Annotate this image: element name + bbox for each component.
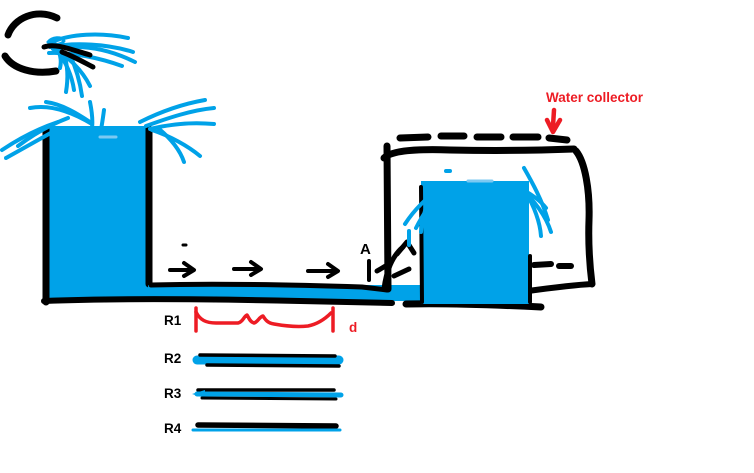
water-collector-box (380, 132, 596, 294)
distance-label: d (349, 320, 358, 335)
right-tank (419, 179, 532, 304)
r4-bar (191, 422, 342, 432)
water-collector-label: Water collector (546, 90, 644, 105)
resistance-label-r1: R1 (164, 313, 182, 328)
resistance-label-r4: R4 (164, 421, 182, 436)
right-tank-splash-icon (403, 166, 553, 247)
flow-channel (41, 281, 545, 311)
left-tank (42, 125, 153, 306)
r2-bar (192, 353, 344, 368)
r3-bar (192, 388, 344, 401)
collector-pointer-arrow-icon (544, 107, 563, 135)
pour-stream-water-icon (41, 32, 137, 98)
point-a-label: A (360, 241, 371, 258)
upflow-arrow-icon (374, 239, 417, 292)
flow-arrow-1-icon (168, 261, 196, 278)
flow-arrow-2-icon (232, 260, 263, 277)
resistance-label-r2: R2 (164, 351, 182, 366)
left-tank-splash-icon (0, 98, 216, 164)
flow-arrow-3-icon (306, 262, 340, 279)
resistance-label-r3: R3 (164, 386, 182, 401)
faucet-icon (1, 10, 61, 76)
r1-bracket (194, 306, 335, 333)
